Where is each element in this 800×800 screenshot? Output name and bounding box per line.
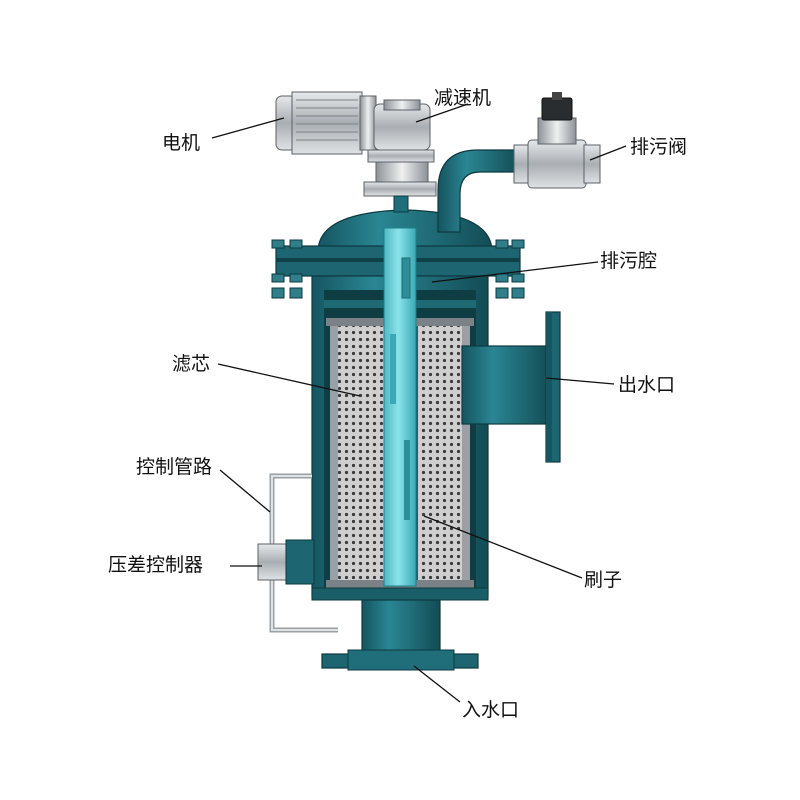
leader-lines (211, 103, 627, 703)
motor (275, 91, 377, 155)
inlet-pipe (321, 599, 479, 671)
leader-brush (423, 515, 583, 579)
filter-element-screen-left (338, 326, 388, 584)
label-control-pipe: 控制管路 (136, 456, 212, 478)
label-motor: 电机 (162, 132, 200, 154)
filter-vessel (271, 209, 525, 601)
label-outlet: 出水口 (618, 374, 675, 396)
label-pressure-controller: 压差控制器 (108, 554, 203, 576)
label-drain-valve: 排污阀 (630, 136, 687, 158)
leader-inlet (413, 665, 461, 703)
leader-reducer (415, 103, 469, 123)
brush-shaft (383, 227, 417, 587)
drain-valve (513, 92, 601, 189)
pressure-controller-box (257, 543, 287, 581)
label-filter-element: 滤芯 (172, 353, 210, 375)
filter-element-screen-right (418, 326, 462, 584)
leader-control-pipe (219, 469, 271, 513)
labels: 电机 减速机 排污阀 排污腔 滤芯 出水口 控制管路 压差控制器 刷子 入水口 (108, 87, 687, 721)
drain-pipe (437, 149, 521, 233)
flange-bolts (271, 239, 525, 299)
leader-drain-chamber (431, 261, 599, 283)
bottom-head (311, 587, 489, 601)
reducer (363, 99, 437, 213)
label-reducer: 减速机 (434, 87, 491, 109)
leader-motor (211, 117, 285, 139)
outlet-pipe (461, 311, 561, 463)
leader-filter-element (217, 363, 361, 397)
leader-drain-valve (589, 145, 627, 161)
leader-outlet (545, 377, 615, 385)
label-inlet: 入水口 (462, 699, 519, 721)
label-brush: 刷子 (584, 569, 622, 591)
label-drain-chamber: 排污腔 (600, 250, 657, 272)
pressure-controller-mount (285, 539, 315, 585)
